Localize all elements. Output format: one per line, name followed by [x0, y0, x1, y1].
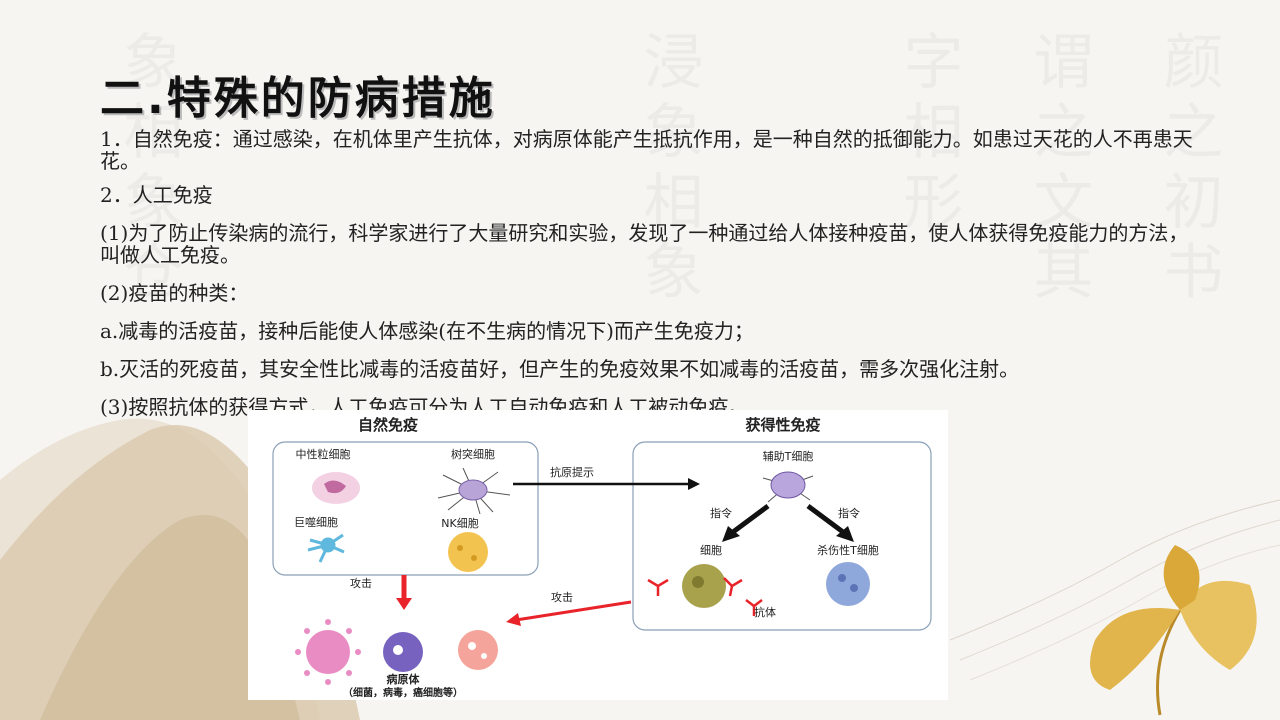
attack-arrow-right	[515, 600, 632, 622]
pathogen-label: 病原体	[387, 672, 421, 686]
ginkgo-leaf-icon	[1090, 545, 1257, 716]
helper-t-cell-icon	[762, 471, 814, 503]
paragraph-artificial-immunity: 2．人工免疫	[100, 183, 213, 207]
paragraph-natural-immunity: 1．自然免疫：通过感染，在机体里产生抗体，对病原体能产生抵抗作用，是一种自然的抵…	[100, 127, 1193, 173]
paragraph-vaccine-types: (2)疫苗的种类：	[100, 281, 249, 305]
mountain-ridge	[40, 515, 300, 720]
innate-box	[272, 441, 539, 576]
command-arrow-left	[731, 503, 770, 535]
attack-left-label: 攻击	[350, 576, 372, 590]
attack-right-label: 攻击	[551, 590, 573, 604]
background-watermark: 颜之初书	[1153, 30, 1223, 310]
background-watermark: 字相形	[893, 30, 963, 240]
antibody-label: 抗体	[754, 605, 776, 619]
background-watermark: 象相象仓	[113, 30, 183, 310]
command-arrow-right	[806, 503, 845, 535]
neutrophil-label: 中性粒细胞	[296, 447, 351, 461]
nk-cell-label: NK细胞	[441, 517, 478, 530]
command-left-label: 指令	[710, 506, 732, 520]
killer-t-cell-icon	[826, 562, 870, 606]
macrophage-icon	[307, 533, 345, 563]
b-cell-icon	[682, 564, 726, 608]
killer-t-label: 杀伤性T细胞	[817, 543, 879, 557]
innate-immunity-heading: 自然免疫	[358, 416, 418, 434]
wave-lines	[949, 499, 1280, 641]
nk-cell-icon	[448, 532, 488, 572]
background-watermark: 浸象相象	[633, 30, 703, 310]
virus-icon	[295, 619, 361, 685]
dendritic-cell-label: 树突细胞	[451, 447, 495, 461]
acquired-box	[632, 441, 932, 631]
pathogen-note: （细菌，病毒，癌细胞等）	[343, 686, 463, 699]
paragraph-vaccine-method: (1)为了防止传染病的流行，科学家进行了大量研究和实验，发现了一种通过给人体接种…	[100, 221, 1189, 267]
antibody-icon	[647, 577, 763, 616]
cancer-cell-icon	[458, 630, 498, 670]
antigen-present-label: 抗原提示	[550, 465, 594, 479]
slide-body: 1．自然免疫：通过感染，在机体里产生抗体，对病原体能产生抵抗作用，是一种自然的抵…	[100, 128, 1200, 418]
bacteria-icon	[383, 632, 423, 672]
paragraph-live-vaccine: a.减毒的活疫苗，接种后能使人体感染(在不生病的情况下)而产生免疫力；	[100, 319, 754, 343]
immunity-diagram: 自然免疫 获得性免疫 中性粒细胞 树突细胞 巨噬细胞 NK细胞 抗原提	[248, 410, 948, 700]
neutrophil-icon	[312, 472, 360, 504]
acquired-immunity-heading: 获得性免疫	[745, 416, 820, 434]
slide-title: 二.特殊的防病措施	[100, 73, 496, 124]
helper-t-label: 辅助T细胞	[763, 449, 814, 463]
background-watermark: 谓之文其	[1023, 30, 1093, 310]
macrophage-label: 巨噬细胞	[294, 515, 338, 529]
command-right-label: 指令	[838, 506, 860, 520]
cell-label: 细胞	[700, 544, 722, 557]
dendritic-cell-icon	[437, 467, 511, 515]
paragraph-inactivated-vaccine: b.灭活的死疫苗，其安全性比减毒的活疫苗好，但产生的免疫效果不如减毒的活疫苗，需…	[100, 357, 1020, 381]
